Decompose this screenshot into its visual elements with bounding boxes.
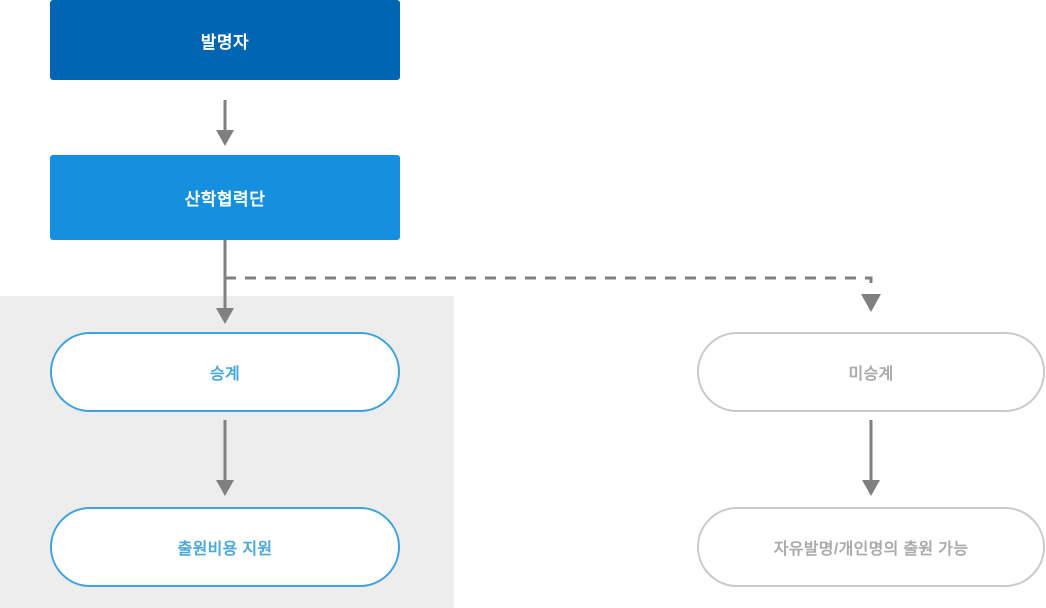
node-inventor[interactable]: 발명자: [50, 0, 400, 80]
node-industry-academic-office[interactable]: 산학협력단: [50, 155, 400, 240]
arrow-no-succession-to-free-invention: [851, 412, 891, 507]
node-filing-cost-support[interactable]: 출원비용 지원: [50, 507, 400, 587]
arrow-office-to-succession: [205, 240, 245, 335]
node-no-succession[interactable]: 미승계: [697, 332, 1045, 412]
node-free-invention[interactable]: 자유발명/개인명의 출원 가능: [697, 507, 1045, 587]
node-filing-cost-support-label: 출원비용 지원: [177, 541, 273, 558]
dashed-connector-office-to-no-succession: [205, 240, 905, 340]
node-no-succession-label: 미승계: [848, 366, 894, 383]
node-inventor-label: 발명자: [200, 32, 250, 52]
node-succession[interactable]: 승계: [50, 332, 400, 412]
node-free-invention-label: 자유발명/개인명의 출원 가능: [773, 541, 969, 558]
arrow-inventor-to-office: [205, 80, 245, 155]
node-industry-academic-office-label: 산학협력단: [184, 190, 266, 209]
node-succession-label: 승계: [209, 366, 241, 383]
arrow-succession-to-filing-support: [205, 412, 245, 507]
